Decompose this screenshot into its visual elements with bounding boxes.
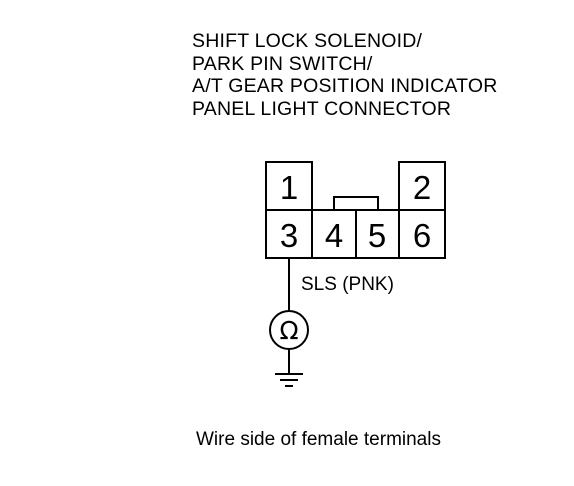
- pin-6-label: 6: [413, 217, 431, 254]
- title-line-3: A/T GEAR POSITION INDICATOR: [192, 75, 498, 97]
- connector-title: SHIFT LOCK SOLENOID/ PARK PIN SWITCH/ A/…: [192, 30, 498, 120]
- ground-icon: [275, 373, 303, 387]
- locking-tab: [333, 196, 379, 210]
- pin-2-label: 2: [413, 169, 431, 206]
- title-line-2: PARK PIN SWITCH/: [192, 52, 373, 75]
- wire-color-label: SLS (PNK): [301, 274, 394, 295]
- connector-housing: [265, 161, 446, 259]
- pin-4-label: 4: [325, 217, 343, 254]
- pin-5-label: 5: [368, 217, 386, 254]
- terminal-view-caption: Wire side of female terminals: [196, 429, 441, 450]
- title-line-4: PANEL LIGHT CONNECTOR: [192, 97, 452, 120]
- pin-1-label: 1: [280, 169, 298, 206]
- title-line-1: SHIFT LOCK SOLENOID/: [192, 30, 423, 52]
- pin-3-label: 3: [280, 217, 298, 254]
- ohmmeter-icon: Ω: [279, 316, 298, 345]
